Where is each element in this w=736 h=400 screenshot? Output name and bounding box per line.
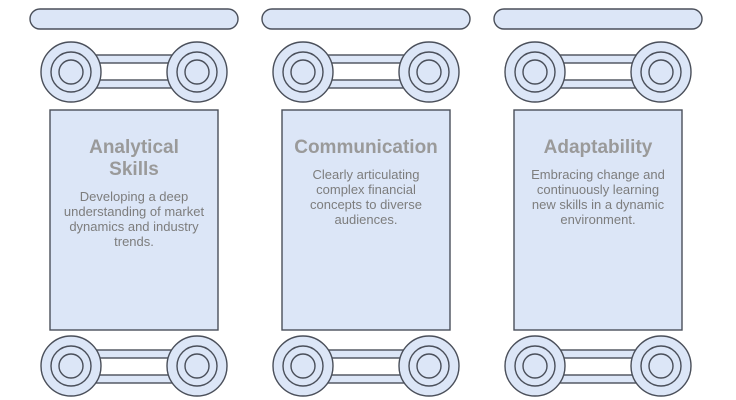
pillar-communication: Communication Clearly articulating compl…	[258, 0, 474, 400]
pillar-graphic	[493, 8, 703, 397]
pillar-title: Analytical Skills	[89, 137, 179, 180]
pillar-text: Analytical Skills Developing a deep unde…	[62, 137, 206, 249]
pillar-top-bar	[261, 8, 471, 30]
pillar-graphic	[261, 8, 471, 397]
pillar-top-capital	[272, 41, 460, 103]
pillar-shaft	[49, 109, 219, 331]
pillar-bottom-capital	[504, 335, 692, 397]
pillar-shaft	[281, 109, 451, 331]
pillar-top-bar	[29, 8, 239, 30]
pillar-bottom-capital	[40, 335, 228, 397]
pillar-text: Adaptability Embracing change and contin…	[526, 137, 670, 227]
pillar-adaptability: Adaptability Embracing change and contin…	[490, 0, 706, 400]
pillar-text: Communication Clearly articulating compl…	[294, 137, 438, 227]
pillar-description: Developing a deep understanding of marke…	[63, 189, 205, 249]
pillar-bottom-capital	[272, 335, 460, 397]
pillar-description: Clearly articulating complex financial c…	[309, 167, 422, 227]
pillar-graphic	[29, 8, 239, 397]
pillar-top-capital	[504, 41, 692, 103]
pillar-top-capital	[40, 41, 228, 103]
pillar-analytical-skills: Analytical Skills Developing a deep unde…	[26, 0, 242, 400]
pillar-description: Embracing change and continuously learni…	[531, 167, 665, 227]
pillar-shaft	[513, 109, 683, 331]
pillar-title: Communication	[294, 137, 438, 158]
pillar-top-bar	[493, 8, 703, 30]
pillar-title: Adaptability	[543, 137, 653, 158]
